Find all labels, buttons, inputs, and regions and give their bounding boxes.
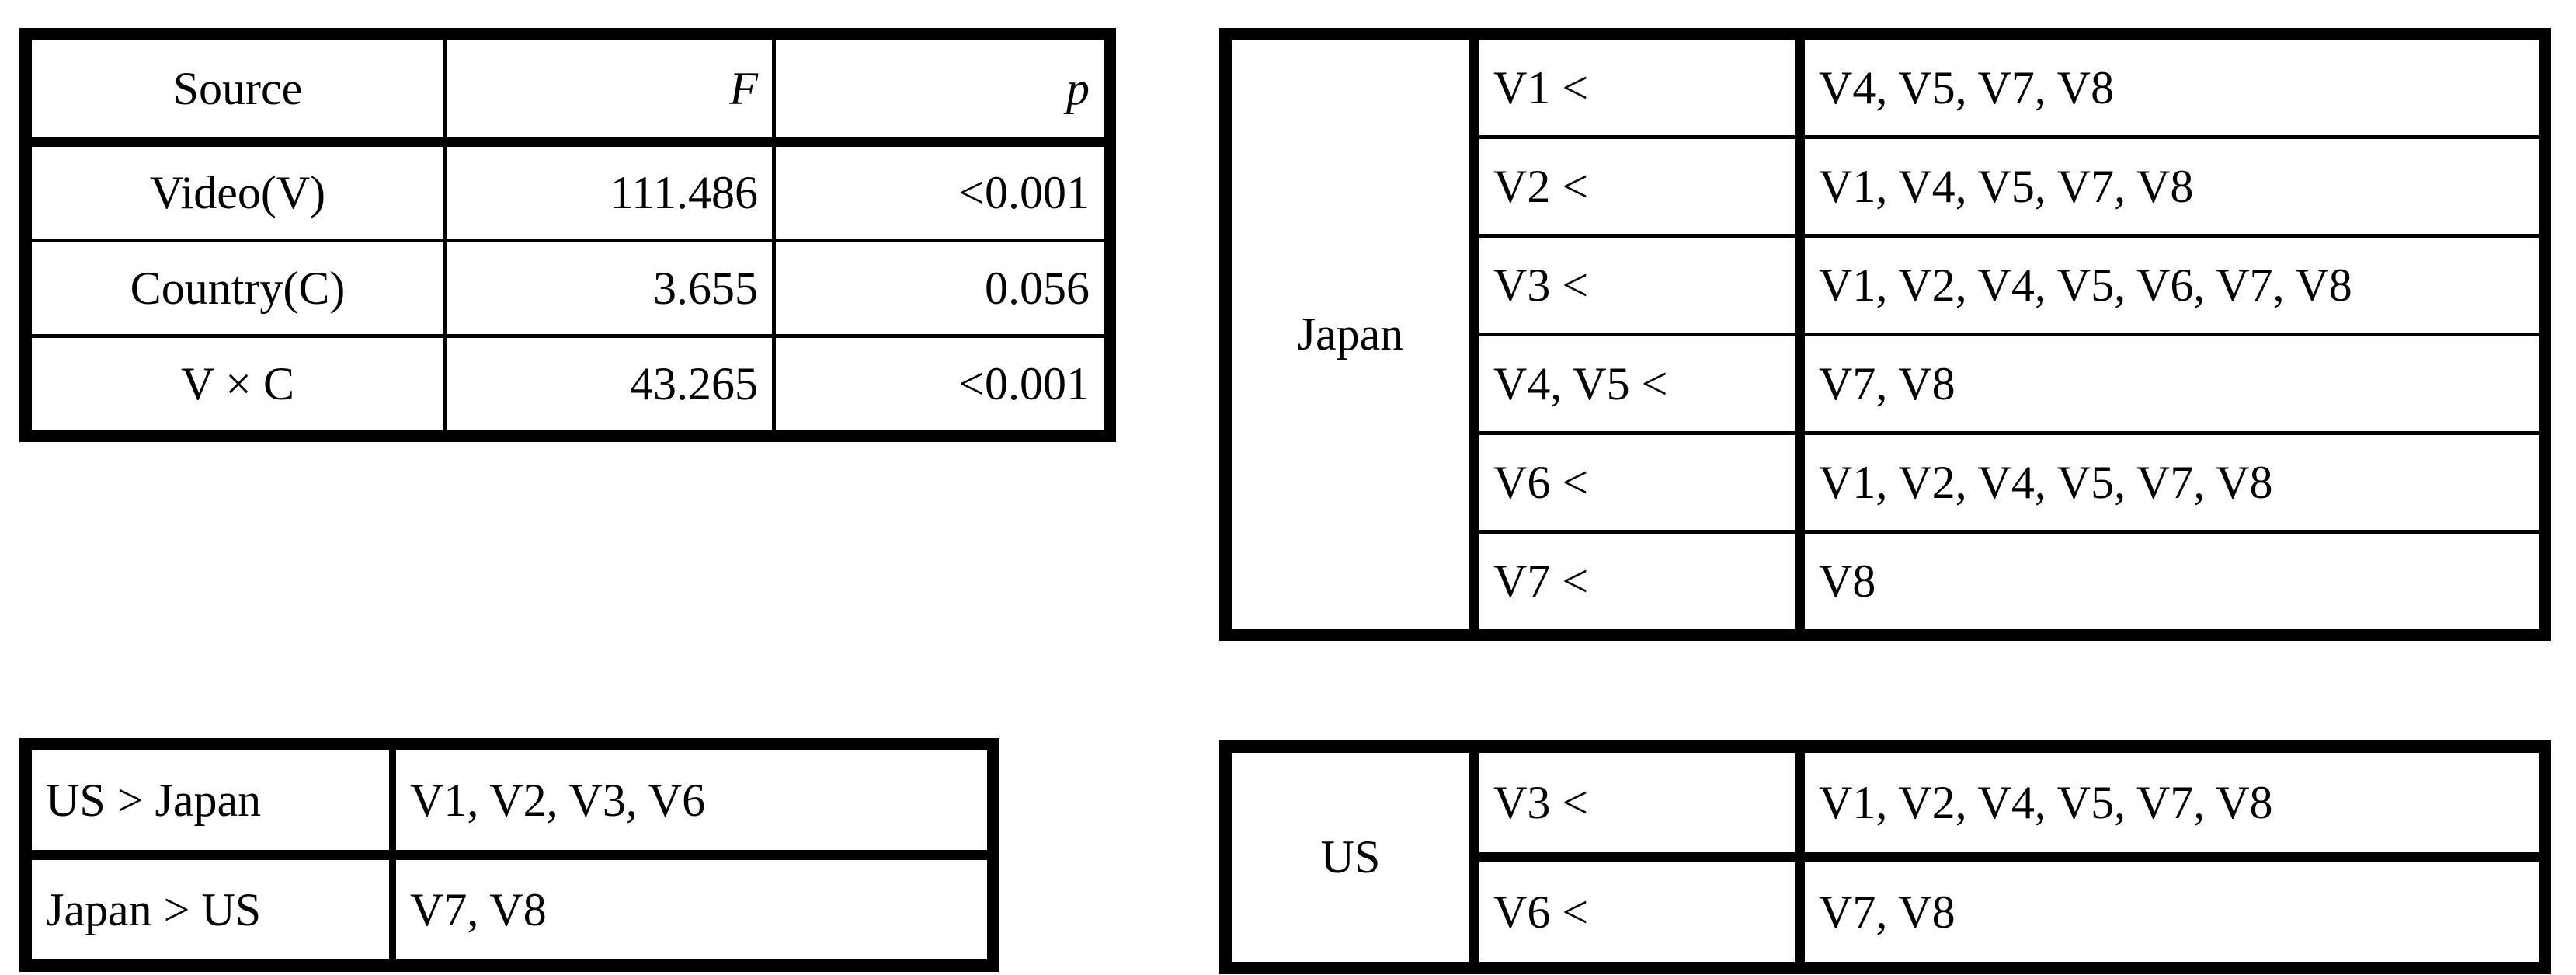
cell-source: V × C [23, 334, 447, 438]
cell-comparison-right: V1, V2, V4, V5, V7, V8 [1798, 431, 2547, 534]
cell-source: Country(C) [23, 239, 447, 338]
table-row: V × C 43.265 <0.001 [23, 334, 1112, 438]
cell-direction: Japan > US [23, 853, 396, 968]
cell-f-value: 43.265 [443, 334, 776, 438]
column-header-f: F [443, 32, 776, 147]
table-row: Video(V) 111.486 <0.001 [23, 140, 1112, 242]
table-header-row: Source F p [23, 32, 1112, 147]
cell-direction: US > Japan [23, 742, 396, 860]
cell-p-value: <0.001 [772, 140, 1112, 242]
cell-comparison-right: V7, V8 [1798, 333, 2547, 435]
country-label-us: US [1223, 744, 1479, 970]
us-table-body: US V3 < V1, V2, V4, V5, V7, V8 V6 < V7, … [1223, 744, 2547, 970]
cell-f-value: 111.486 [443, 140, 776, 242]
cell-f-value: 3.655 [443, 239, 776, 338]
table-row: US > Japan V1, V2, V3, V6 [23, 742, 996, 860]
column-header-p: p [772, 32, 1112, 147]
table-row: V6 < V7, V8 [1225, 855, 2547, 970]
cell-comparison-right: V1, V2, V4, V5, V6, V7, V8 [1798, 234, 2547, 336]
cell-comparison-left: V7 < [1472, 530, 1805, 637]
table-row: V7 < V8 [1225, 530, 2547, 637]
country-label-japan: Japan [1223, 32, 1479, 637]
table-row: Japan V1 < V4, V5, V7, V8 [1223, 32, 2547, 637]
country-table-body: US > Japan V1, V2, V3, V6 Japan > US V7,… [23, 742, 996, 968]
table-row: US V3 < V1, V2, V4, V5, V7, V8 [1223, 744, 2547, 970]
cell-comparison-right: V1, V4, V5, V7, V8 [1798, 135, 2547, 238]
cell-p-value: 0.056 [772, 239, 1112, 338]
column-header-source: Source [23, 32, 447, 147]
cell-comparison-right: V8 [1798, 530, 2547, 637]
japan-table-body: Japan V1 < V4, V5, V7, V8 V2 < V1, V4, V… [1223, 32, 2547, 637]
table-row: V6 < V1, V2, V4, V5, V7, V8 [1225, 431, 2547, 534]
cell-videos: V1, V2, V3, V6 [391, 742, 996, 860]
cell-comparison-right: V4, V5, V7, V8 [1798, 32, 2547, 139]
table-row: V3 < V1, V2, V4, V5, V6, V7, V8 [1225, 234, 2547, 336]
anova-table-header: Source F p [23, 32, 1112, 147]
japan-pairwise-table: Japan V1 < V4, V5, V7, V8 V2 < V1, V4, V… [1219, 28, 2551, 641]
cell-comparison-left: V6 < [1472, 855, 1805, 970]
anova-results-table: Source F p Video(V) 111.486 <0.001 Count… [19, 28, 1116, 442]
anova-table-body: Video(V) 111.486 <0.001 Country(C) 3.655… [23, 140, 1112, 438]
cell-comparison-right: V1, V2, V4, V5, V7, V8 [1798, 744, 2547, 862]
cell-comparison-left: V1 < [1472, 32, 1805, 139]
table-row: Japan > US V7, V8 [23, 853, 996, 968]
cell-source: Video(V) [23, 140, 447, 242]
us-pairwise-table: US V3 < V1, V2, V4, V5, V7, V8 V6 < V7, … [1219, 740, 2551, 974]
cell-comparison-left: V2 < [1472, 135, 1805, 238]
cell-comparison-left: V3 < [1472, 234, 1805, 336]
cell-comparison-left: V4, V5 < [1472, 333, 1805, 435]
cell-videos: V7, V8 [391, 853, 996, 968]
cell-p-value: <0.001 [772, 334, 1112, 438]
table-row: V4, V5 < V7, V8 [1225, 333, 2547, 435]
country-comparison-table: US > Japan V1, V2, V3, V6 Japan > US V7,… [19, 738, 999, 972]
cell-comparison-left: V3 < [1472, 744, 1805, 862]
table-row: V2 < V1, V4, V5, V7, V8 [1225, 135, 2547, 238]
cell-comparison-left: V6 < [1472, 431, 1805, 534]
cell-comparison-right: V7, V8 [1798, 855, 2547, 970]
table-row: Country(C) 3.655 0.056 [23, 239, 1112, 338]
